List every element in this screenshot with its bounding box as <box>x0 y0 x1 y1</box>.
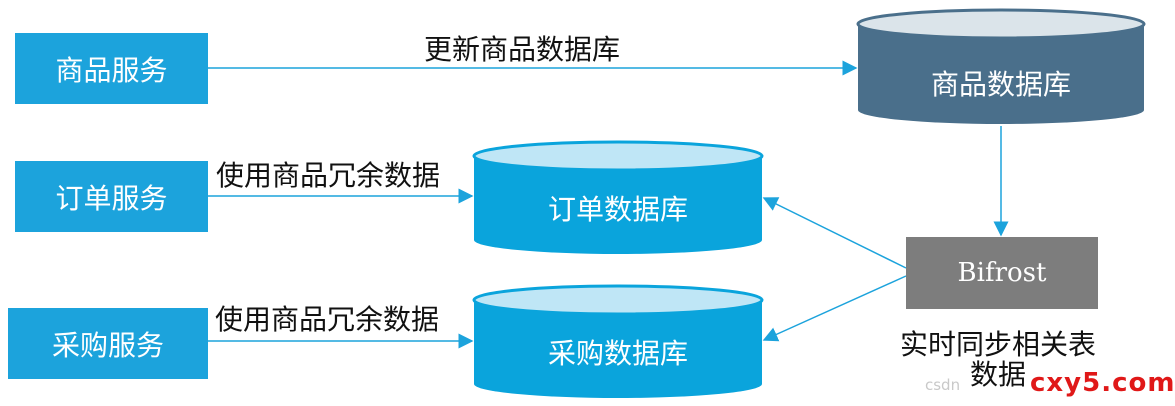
order-database-cylinder <box>472 140 764 254</box>
purchase-database-cylinder <box>472 284 764 398</box>
bifrost-box: Bifrost <box>906 237 1098 309</box>
product-service-label: 商品服务 <box>55 53 168 87</box>
watermark-faint: csdn <box>925 376 961 394</box>
edge-label-order-redundant: 使用商品冗余数据 <box>216 159 441 192</box>
bifrost-label: Bifrost <box>957 258 1047 288</box>
edge-bifrost-to-purchase-db <box>762 275 907 342</box>
purchase-service-box: 采购服务 <box>8 308 208 379</box>
order-service-box: 订单服务 <box>15 161 208 232</box>
order-database-label: 订单数据库 <box>547 193 688 226</box>
purchase-service-label: 采购服务 <box>51 328 164 362</box>
purchase-database-label: 采购数据库 <box>547 337 688 370</box>
edge-label-purchase-redundant: 使用商品冗余数据 <box>215 303 440 336</box>
watermark-brand: cxy5.com <box>1030 368 1175 398</box>
sync-note: 实时同步相关表数据 <box>899 328 1096 391</box>
product-database-label: 商品数据库 <box>930 68 1071 101</box>
edge-label-product-update: 更新商品数据库 <box>424 33 621 66</box>
edge-bifrost-to-order-db <box>762 197 907 269</box>
product-service-box: 商品服务 <box>15 33 208 104</box>
product-database-cylinder <box>856 8 1146 124</box>
order-service-label: 订单服务 <box>55 181 168 215</box>
diagram-canvas <box>208 8 1146 398</box>
